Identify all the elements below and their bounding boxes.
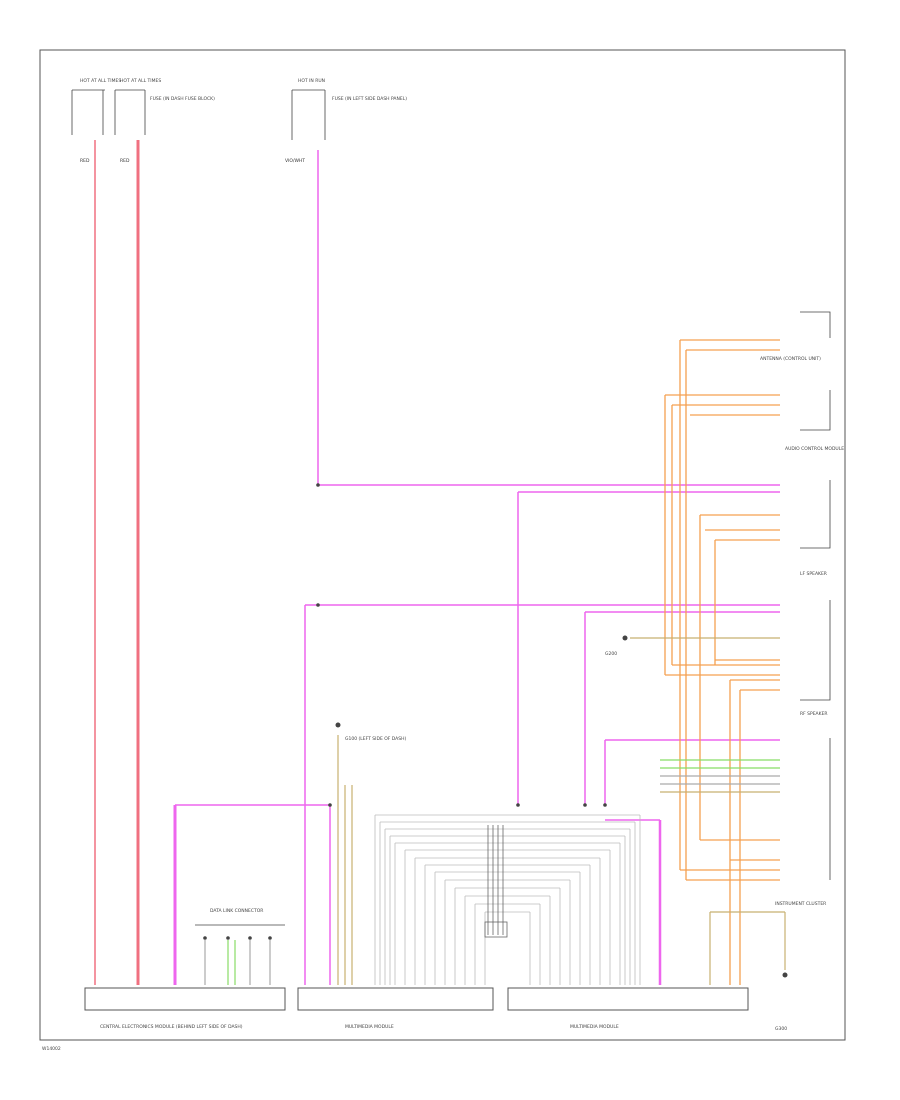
wire-color-2: RED (120, 158, 130, 164)
component-antenna: ANTENNA (CONTROL UNIT) (760, 356, 821, 362)
multimedia-module-box-2 (507, 987, 749, 1011)
gray-bus (374, 814, 641, 985)
splice-dots (203, 483, 788, 978)
multimedia-module-box-1 (297, 987, 494, 1011)
magenta-wires (173, 150, 780, 985)
right-components (800, 311, 831, 880)
fuse-label-2: HOT AT ALL TIMES (120, 78, 161, 84)
component-audio: AUDIO CONTROL MODULE (785, 446, 844, 452)
module-boxes (84, 987, 749, 1011)
module-label-2: MULTIMEDIA MODULE (345, 1024, 394, 1030)
component-cluster: INSTRUMENT CLUSTER (775, 901, 826, 907)
footer-code: W14002 (42, 1046, 61, 1052)
wire-color-1: RED (80, 158, 90, 164)
green-wires (204, 637, 780, 985)
diagram-frame (39, 49, 846, 1041)
central-module-box (84, 987, 286, 1011)
fuse-desc-3: FUSE (IN LEFT SIDE DASH PANEL) (332, 96, 407, 102)
connector-label: DATA LINK CONNECTOR (210, 908, 263, 914)
module-label-3: MULTIMEDIA MODULE (570, 1024, 619, 1030)
ground-label-2: G200 (605, 651, 617, 657)
red-wires (94, 140, 140, 985)
fuse-desc-2: FUSE (IN DASH FUSE BLOCK) (150, 96, 215, 102)
ground-label-1: G100 (LEFT SIDE OF DASH) (345, 736, 406, 742)
orange-wires (664, 339, 780, 985)
tan-wires (337, 735, 786, 985)
component-lf-speaker: LF SPEAKER (800, 571, 827, 577)
module-label-1: CENTRAL ELECTRONICS MODULE (BEHIND LEFT … (100, 1024, 243, 1030)
component-rf-speaker: RF SPEAKER (800, 711, 828, 717)
ground-label-3: G300 (775, 1026, 787, 1032)
bus-center (484, 825, 508, 938)
fuse-label-1: HOT AT ALL TIMES (80, 78, 121, 84)
fuse-label-3: HOT IN RUN (298, 78, 325, 84)
wire-color-3: VIO/WHT (285, 158, 305, 164)
fuse-group-left (71, 89, 326, 140)
